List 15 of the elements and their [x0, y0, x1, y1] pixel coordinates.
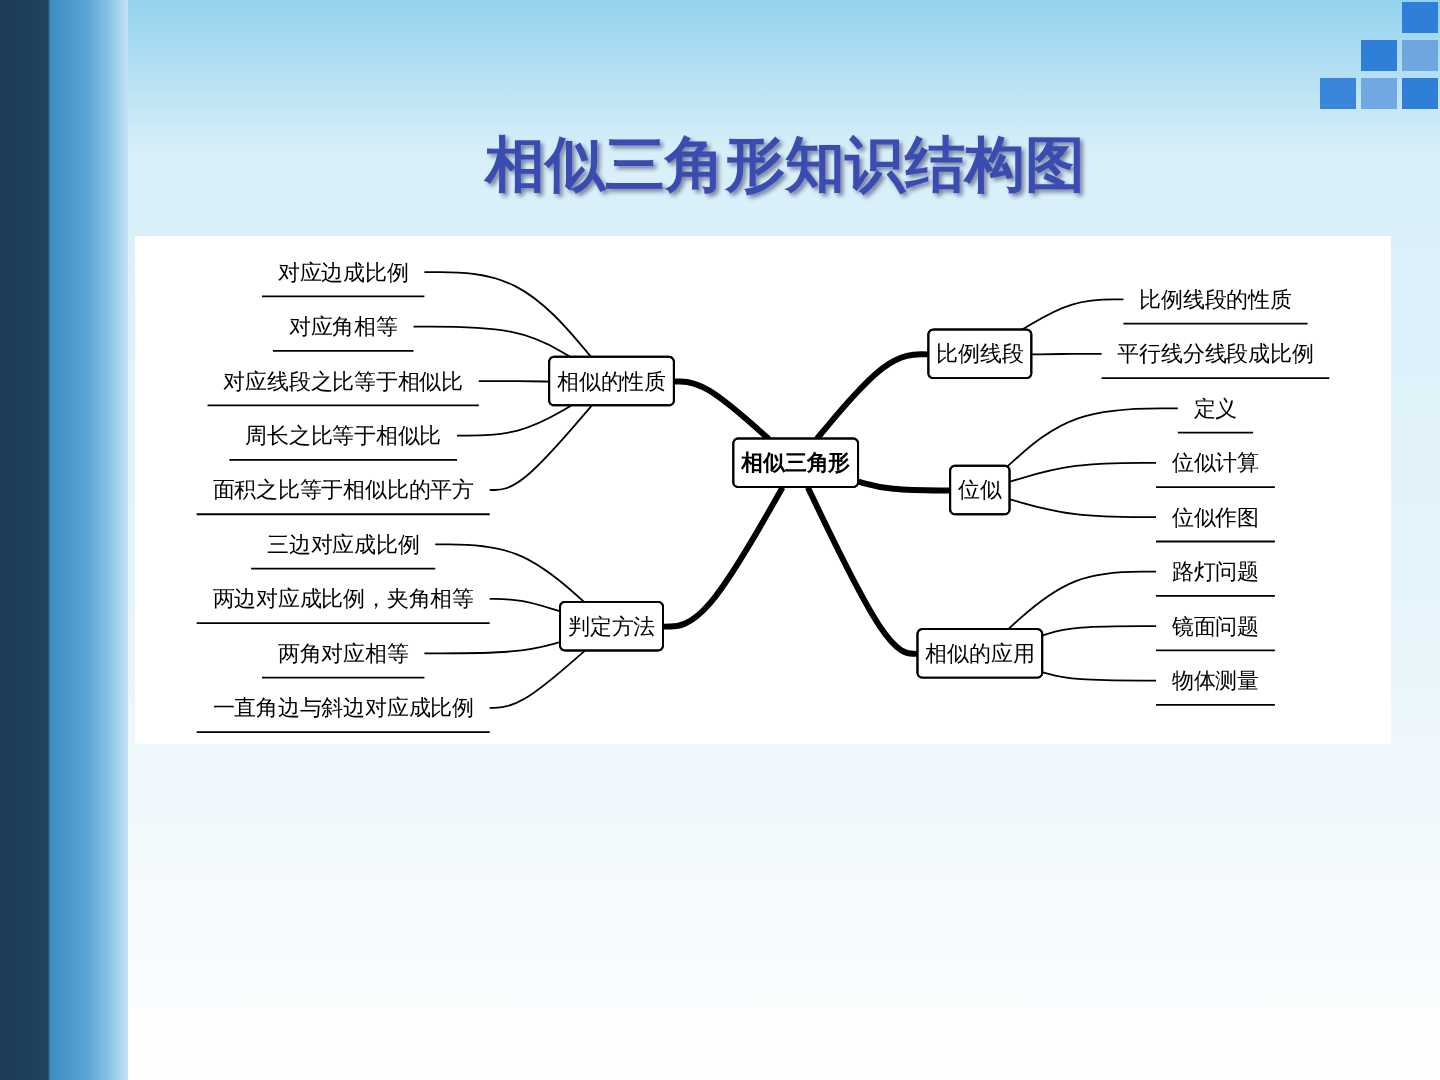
connector	[1006, 570, 1157, 631]
connector	[1009, 498, 1157, 519]
connector	[663, 486, 786, 630]
connector	[857, 478, 951, 494]
connector	[488, 404, 593, 491]
connector	[1041, 671, 1157, 682]
connector	[488, 650, 586, 709]
connector	[456, 404, 572, 437]
connector	[1006, 407, 1179, 468]
connector	[805, 486, 918, 657]
connector	[1041, 625, 1157, 637]
connector	[1009, 461, 1157, 483]
diagram-panel: 相似三角形 相似的性质 对应边成比例 对应角相等 对应线段之比等于相似比 周长之比等于相似比 面积之比等于相似比的平方 判定方法 三边对应成比例 两边对应成比例，夹角相等 两角对应相等 一直角边与斜边对应成比例 比例线段 比例线段的性质 平行线分线段成比例 位似 定义 位似计算 位似作图 相似的应用 路灯问题 镜面问题 物体测量	[135, 236, 1391, 744]
connector	[1020, 298, 1125, 331]
slide-title: 相似三角形知识结构图	[485, 128, 1085, 201]
